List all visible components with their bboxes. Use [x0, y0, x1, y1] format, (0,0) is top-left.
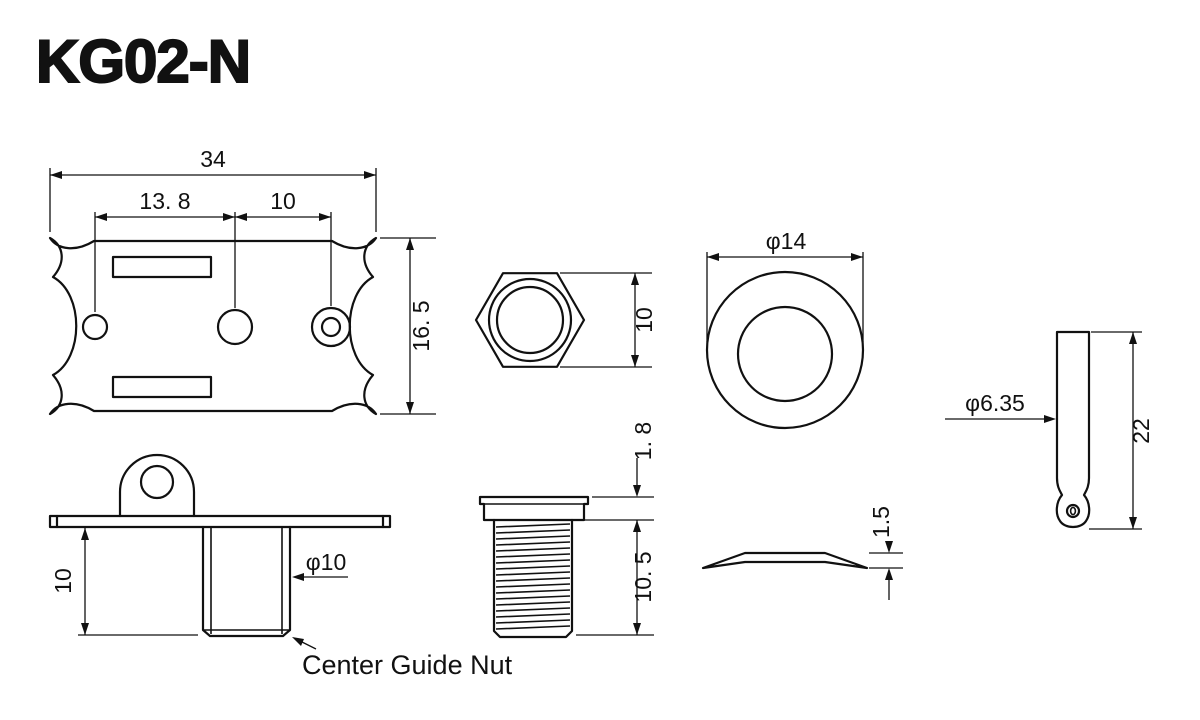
washer-inner-circle — [736, 305, 834, 403]
plate-slot-bottom — [111, 375, 213, 399]
dim-nut-across-flats: 10 — [631, 307, 657, 333]
page-title: KG02-N — [36, 28, 250, 95]
guide-nut-side-view: 1. 8 10. 5 — [478, 422, 656, 639]
dim-bushing-diameter: φ10 — [306, 549, 347, 575]
post-ball-hole-inner — [1069, 506, 1077, 516]
dim-hole-pitch-right: 10 — [270, 188, 296, 214]
plate-dimensions: 34 13. 8 10 16. 5 — [49, 146, 436, 415]
dim-post-diameter: φ6.35 — [965, 390, 1025, 416]
dim-plate-depth: 16. 5 — [408, 300, 434, 351]
dim-nut-thread-length: 10. 5 — [630, 551, 656, 602]
post-ball-hole — [1065, 503, 1081, 519]
callout-label: Center Guide Nut — [302, 650, 513, 680]
washer-side-view: 1.5 — [701, 506, 903, 600]
plate-hole-center — [216, 308, 254, 346]
plate-side-view: 10 φ10 — [48, 453, 392, 638]
dim-post-length: 22 — [1128, 418, 1154, 444]
plate-flange-edge — [48, 514, 392, 529]
dim-hole-pitch-left: 13. 8 — [139, 188, 190, 214]
washer-edge-outline — [701, 551, 869, 570]
plate-outline — [48, 236, 378, 416]
plate-slot-top — [111, 255, 213, 279]
dim-washer-diameter: φ14 — [766, 228, 807, 254]
nut-thread-body — [492, 518, 574, 639]
plate-hole-left — [81, 313, 109, 341]
washer-outer-circle — [705, 270, 865, 430]
plate-tab-hole — [139, 464, 175, 500]
hex-nut-top-view: 10 — [474, 272, 657, 368]
post-side-view: φ6.35 22 — [945, 330, 1154, 530]
plate-hole-right-outer — [310, 306, 352, 348]
hex-nut-outline — [474, 272, 586, 368]
callout-group: Center Guide Nut — [292, 637, 513, 680]
dim-plate-width: 34 — [200, 146, 226, 172]
plate-hole-right-inner — [320, 316, 342, 338]
plate-tab — [118, 453, 196, 518]
dim-bushing-length: 10 — [50, 568, 76, 594]
bushing-outline — [201, 525, 292, 638]
washer-top-view: φ14 — [705, 228, 865, 430]
post-outline — [1055, 330, 1091, 529]
dim-washer-thickness: 1.5 — [868, 506, 894, 538]
dim-nut-flange-thickness: 1. 8 — [630, 422, 656, 460]
plate-top-view — [48, 236, 378, 416]
thread-hatching — [495, 523, 571, 630]
nut-flange — [478, 495, 590, 522]
hex-nut-chamfer-circle — [487, 277, 573, 363]
hex-nut-bore-circle — [495, 285, 565, 355]
